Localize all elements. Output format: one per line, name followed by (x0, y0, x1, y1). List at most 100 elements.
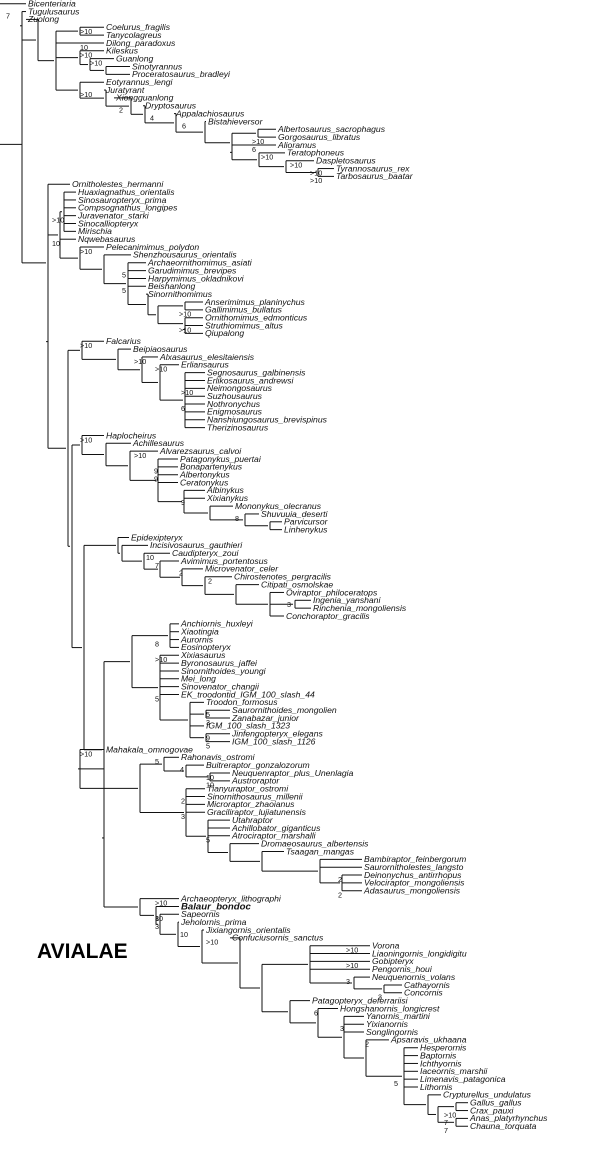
taxon-label: Gorgosaurus_libratus (278, 132, 361, 142)
support-value: 3 (378, 993, 382, 1002)
taxon-label: Teratophoneus (287, 148, 345, 158)
taxon-label: Adasaurus_mongoliensis (363, 886, 461, 896)
taxon-label: Incisivosaurus_gauthieri (150, 540, 243, 550)
taxon-label: Troodon_formosus (206, 697, 278, 707)
taxon-label: Chauna_torquata (470, 1121, 537, 1131)
support-value: 7 (444, 1126, 448, 1135)
support-value: >10 (80, 341, 92, 350)
support-value: >10 (346, 961, 358, 970)
support-value: 5 (122, 286, 126, 295)
taxon-label: Achillobator_giganticus (231, 823, 321, 833)
taxon-label: Parvicursor (284, 517, 329, 527)
support-value: >10 (80, 51, 92, 60)
support-value: 9 (154, 467, 158, 476)
taxon-label: Huaxiagnathus_orientalis (78, 187, 175, 197)
taxon-label: Tyrannosaurus_rex (336, 163, 410, 173)
taxon-label: Neimongosaurus (207, 383, 273, 393)
support-value: 10 (155, 914, 163, 923)
taxon-label: Austroraptor (231, 776, 280, 786)
taxon-label: Bicenteriaria (28, 0, 76, 9)
taxon-label: Buitreraptor_gonzalozorum (206, 760, 310, 770)
support-value: 6 (252, 145, 256, 154)
support-value: 7 (155, 561, 159, 570)
support-value: 7 (6, 11, 10, 20)
taxon-label: Confuciusornis_sanctus (232, 933, 324, 943)
support-value: 8 (155, 639, 159, 648)
support-value: >10 (181, 388, 193, 397)
taxon-label: Crax_pauxi (470, 1105, 515, 1115)
taxon-label: Jeholornis_prima (180, 917, 247, 927)
support-value: >10 (80, 90, 92, 99)
support-value: >10 (80, 749, 92, 758)
support-value: 6 (181, 404, 185, 413)
taxon-label: Erlikosaurus_andrewsi (207, 375, 295, 385)
taxon-label: Patagonykus_puertai (180, 454, 262, 464)
support-value: >10 (346, 946, 358, 955)
taxon-label: Sinosauropteryx_prima (78, 195, 167, 205)
taxon-label: Nqwebasaurus (78, 234, 136, 244)
taxon-label: Xiongguanlong (115, 93, 174, 103)
support-value: 10 (52, 239, 60, 248)
taxon-label: Compsognathus_longipes (78, 203, 178, 213)
taxon-label: Nanshiungosaurus_brevispinus (207, 415, 328, 425)
taxon-label: IGM_100_slash_1126 (232, 736, 316, 746)
support-value: >10 (179, 325, 191, 334)
taxon-label: Xixiasaurus (180, 650, 226, 660)
taxon-label: Rahonavis_ostromi (181, 752, 256, 762)
support-value: 3 (155, 914, 159, 923)
taxon-label: Yixianornis (366, 1019, 409, 1029)
taxon-label: Xixianykus (206, 493, 249, 503)
taxon-label: Mononykus_olecranus (235, 501, 322, 511)
taxon-label: Atrociraptor_marshalli (231, 831, 317, 841)
taxon-labels: BicenteriariaTugulusaurusZuolongCoelurus… (27, 0, 548, 1131)
taxon-label: Aurornis (180, 634, 214, 644)
support-value: 2 (119, 106, 123, 115)
taxon-label: Sapeornis (181, 909, 220, 919)
support-value: 8 (235, 514, 239, 523)
taxon-label: Achillesaurus (132, 438, 185, 448)
support-value: >10 (290, 161, 302, 170)
taxon-label: Patagopteryx_deferrariisi (312, 995, 409, 1005)
taxon-label: Nothronychus (207, 399, 261, 409)
taxon-label: Songlingornis (366, 1027, 419, 1037)
taxon-label: Ceratonykus (180, 477, 229, 487)
support-value: 2 (338, 875, 342, 884)
taxon-label: Gobipteryx (372, 956, 414, 966)
taxon-label: Juravenator_starki (77, 210, 150, 220)
taxon-label: Tsaagan_mangas (286, 846, 355, 856)
taxon-label: Vorona (372, 941, 400, 951)
taxon-label: Concornis (404, 988, 443, 998)
support-value: 3 (206, 718, 210, 727)
taxon-label: Mei_long (181, 674, 216, 684)
taxon-label: Albertosaurus_sacrophagus (277, 124, 386, 134)
taxon-label: Microraptor_zhaoianus (207, 799, 295, 809)
taxon-label: Velociraptor_mongoliensis (364, 878, 465, 888)
taxon-label: Conchoraptor_gracilis (286, 611, 370, 621)
taxon-label: Tugulusaurus (28, 6, 80, 16)
support-value: 10 (80, 43, 88, 52)
taxon-label: Shuvuuia_deserti (261, 509, 328, 519)
taxon-label: Alioramus (277, 140, 317, 150)
taxon-label: Proceratosaurus_bradleyi (132, 69, 231, 79)
taxon-label: Cathayornis (404, 980, 451, 990)
taxon-label: Alxasaurus_elesitaiensis (159, 352, 255, 362)
support-value: 6 (182, 121, 186, 130)
taxon-label: Albinykus (206, 485, 244, 495)
taxon-label: Graciliraptor_lujiatunensis (207, 807, 307, 817)
support-value: 2 (365, 1040, 369, 1049)
taxon-label: Saurornitholestes_langsto (364, 862, 464, 872)
taxon-label: Sinornithoides_youngi (181, 666, 267, 676)
taxon-label: Bambiraptor_feinbergorum (364, 854, 466, 864)
taxon-label: Suzhousaurus (207, 391, 263, 401)
support-value: 5 (206, 710, 210, 719)
support-value: 2 (208, 577, 212, 586)
taxon-label: Iaceornis_marshii (420, 1066, 488, 1076)
support-value: >10 (134, 357, 146, 366)
taxon-label: Beishanlong (148, 281, 196, 291)
taxon-label: Guanlong (116, 53, 153, 63)
support-value: >10 (206, 938, 218, 947)
taxon-label: Appalachiosaurus (175, 108, 245, 118)
taxon-label: Oviraptor_philoceratops (286, 587, 378, 597)
taxon-label: Shenzhousaurus_orientalis (133, 250, 237, 260)
